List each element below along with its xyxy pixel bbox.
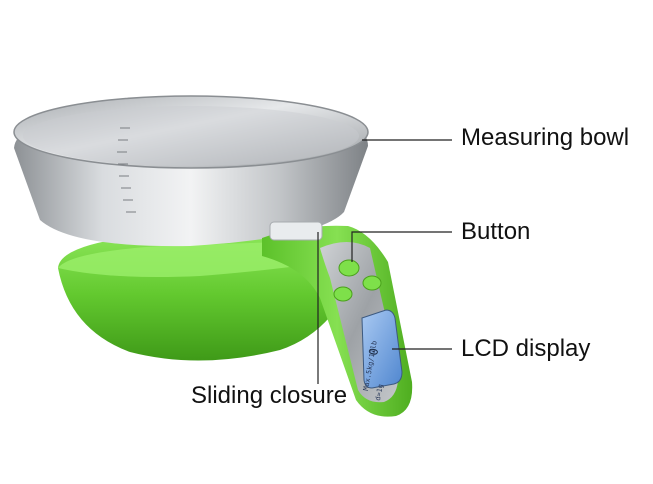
unit-button-left [333, 286, 353, 302]
unit-button-right [362, 275, 382, 291]
label-sliding-closure: Sliding closure [191, 382, 348, 409]
leader-lines [317, 139, 452, 384]
bowl-scale-marks [117, 127, 136, 213]
lcd-reading: 0 [366, 347, 381, 357]
sliding-closure [269, 221, 323, 241]
label-lcd-display: LCD display [461, 335, 591, 362]
power-button [338, 259, 360, 277]
label-measuring-bowl: Measuring bowl [461, 124, 630, 151]
leader-button [351, 231, 452, 262]
lcd-screen [361, 309, 403, 389]
label-button: Button [461, 218, 531, 245]
steel-bowl-rim [13, 95, 369, 169]
